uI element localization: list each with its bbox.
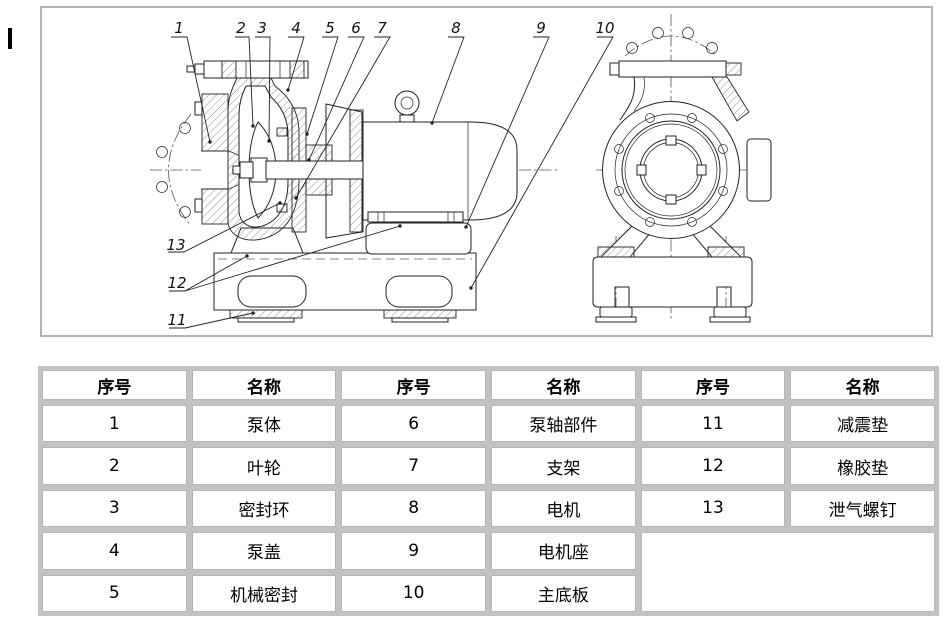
callout-label-9: 9 — [536, 19, 546, 37]
part-name-cell: 泵盖 — [191, 532, 337, 570]
callout-label-5: 5 — [325, 19, 335, 37]
merged-empty-cell — [640, 532, 935, 612]
text-cursor — [8, 28, 12, 49]
part-no-cell: 3 — [42, 489, 187, 528]
part-name-cell: 泄气螺钉 — [790, 489, 935, 528]
part-name-cell: 主底板 — [491, 574, 636, 612]
part-no-cell: 7 — [341, 447, 486, 485]
part-no-cell: 11 — [640, 405, 786, 443]
pump-assembly-drawing: 1 2 3 4 5 6 7 8 9 10 13 12 11 — [150, 14, 772, 329]
header-serial: 序号 — [341, 370, 486, 400]
side-section-view — [150, 60, 560, 323]
part-no-cell: 1 — [42, 405, 187, 443]
part-no-cell: 5 — [42, 574, 187, 612]
callout-label-10: 10 — [595, 19, 614, 37]
header-serial: 序号 — [640, 370, 786, 400]
header-name: 名称 — [191, 370, 337, 400]
part-name-cell: 机械密封 — [191, 574, 337, 612]
callout-label-7: 7 — [377, 19, 387, 37]
callout-leaders — [168, 36, 614, 329]
part-name-cell: 电机座 — [491, 532, 636, 570]
callout-label-2: 2 — [236, 19, 246, 37]
part-no-cell: 9 — [341, 532, 486, 570]
part-no-cell: 13 — [640, 489, 786, 528]
callout-label-4: 4 — [291, 19, 301, 37]
part-name-cell: 减震垫 — [790, 405, 935, 443]
parts-table: 序号 名称 序号 名称 序号 名称 1 泵体 6 泵轴部件 11 减震垫 2 叶… — [38, 366, 939, 616]
callout-label-6: 6 — [351, 19, 361, 37]
part-name-cell: 泵轴部件 — [491, 405, 636, 443]
part-no-cell: 2 — [42, 447, 187, 485]
part-name-cell: 电机 — [491, 489, 636, 528]
callout-label-8: 8 — [451, 19, 461, 37]
callout-label-11: 11 — [167, 311, 186, 329]
part-no-cell: 4 — [42, 532, 187, 570]
callout-label-13: 13 — [166, 236, 185, 254]
header-name: 名称 — [491, 370, 636, 400]
callout-label-12: 12 — [167, 274, 186, 292]
callout-label-3: 3 — [257, 19, 267, 37]
header-name: 名称 — [790, 370, 935, 400]
part-no-cell: 8 — [341, 489, 486, 528]
part-name-cell: 密封环 — [191, 489, 337, 528]
part-name-cell: 橡胶垫 — [790, 447, 935, 485]
part-no-cell: 10 — [341, 574, 486, 612]
pump-drawing-frame: 1 2 3 4 5 6 7 8 9 10 13 12 11 — [40, 6, 933, 337]
callout-labels: 1 2 3 4 5 6 7 8 9 10 13 12 11 — [166, 19, 614, 329]
header-serial: 序号 — [42, 370, 187, 400]
part-name-cell: 支架 — [491, 447, 636, 485]
callout-label-1: 1 — [174, 19, 184, 37]
part-name-cell: 泵体 — [191, 405, 337, 443]
part-name-cell: 叶轮 — [191, 447, 337, 485]
front-view — [592, 14, 772, 323]
part-no-cell: 6 — [341, 405, 486, 443]
part-no-cell: 12 — [640, 447, 786, 485]
